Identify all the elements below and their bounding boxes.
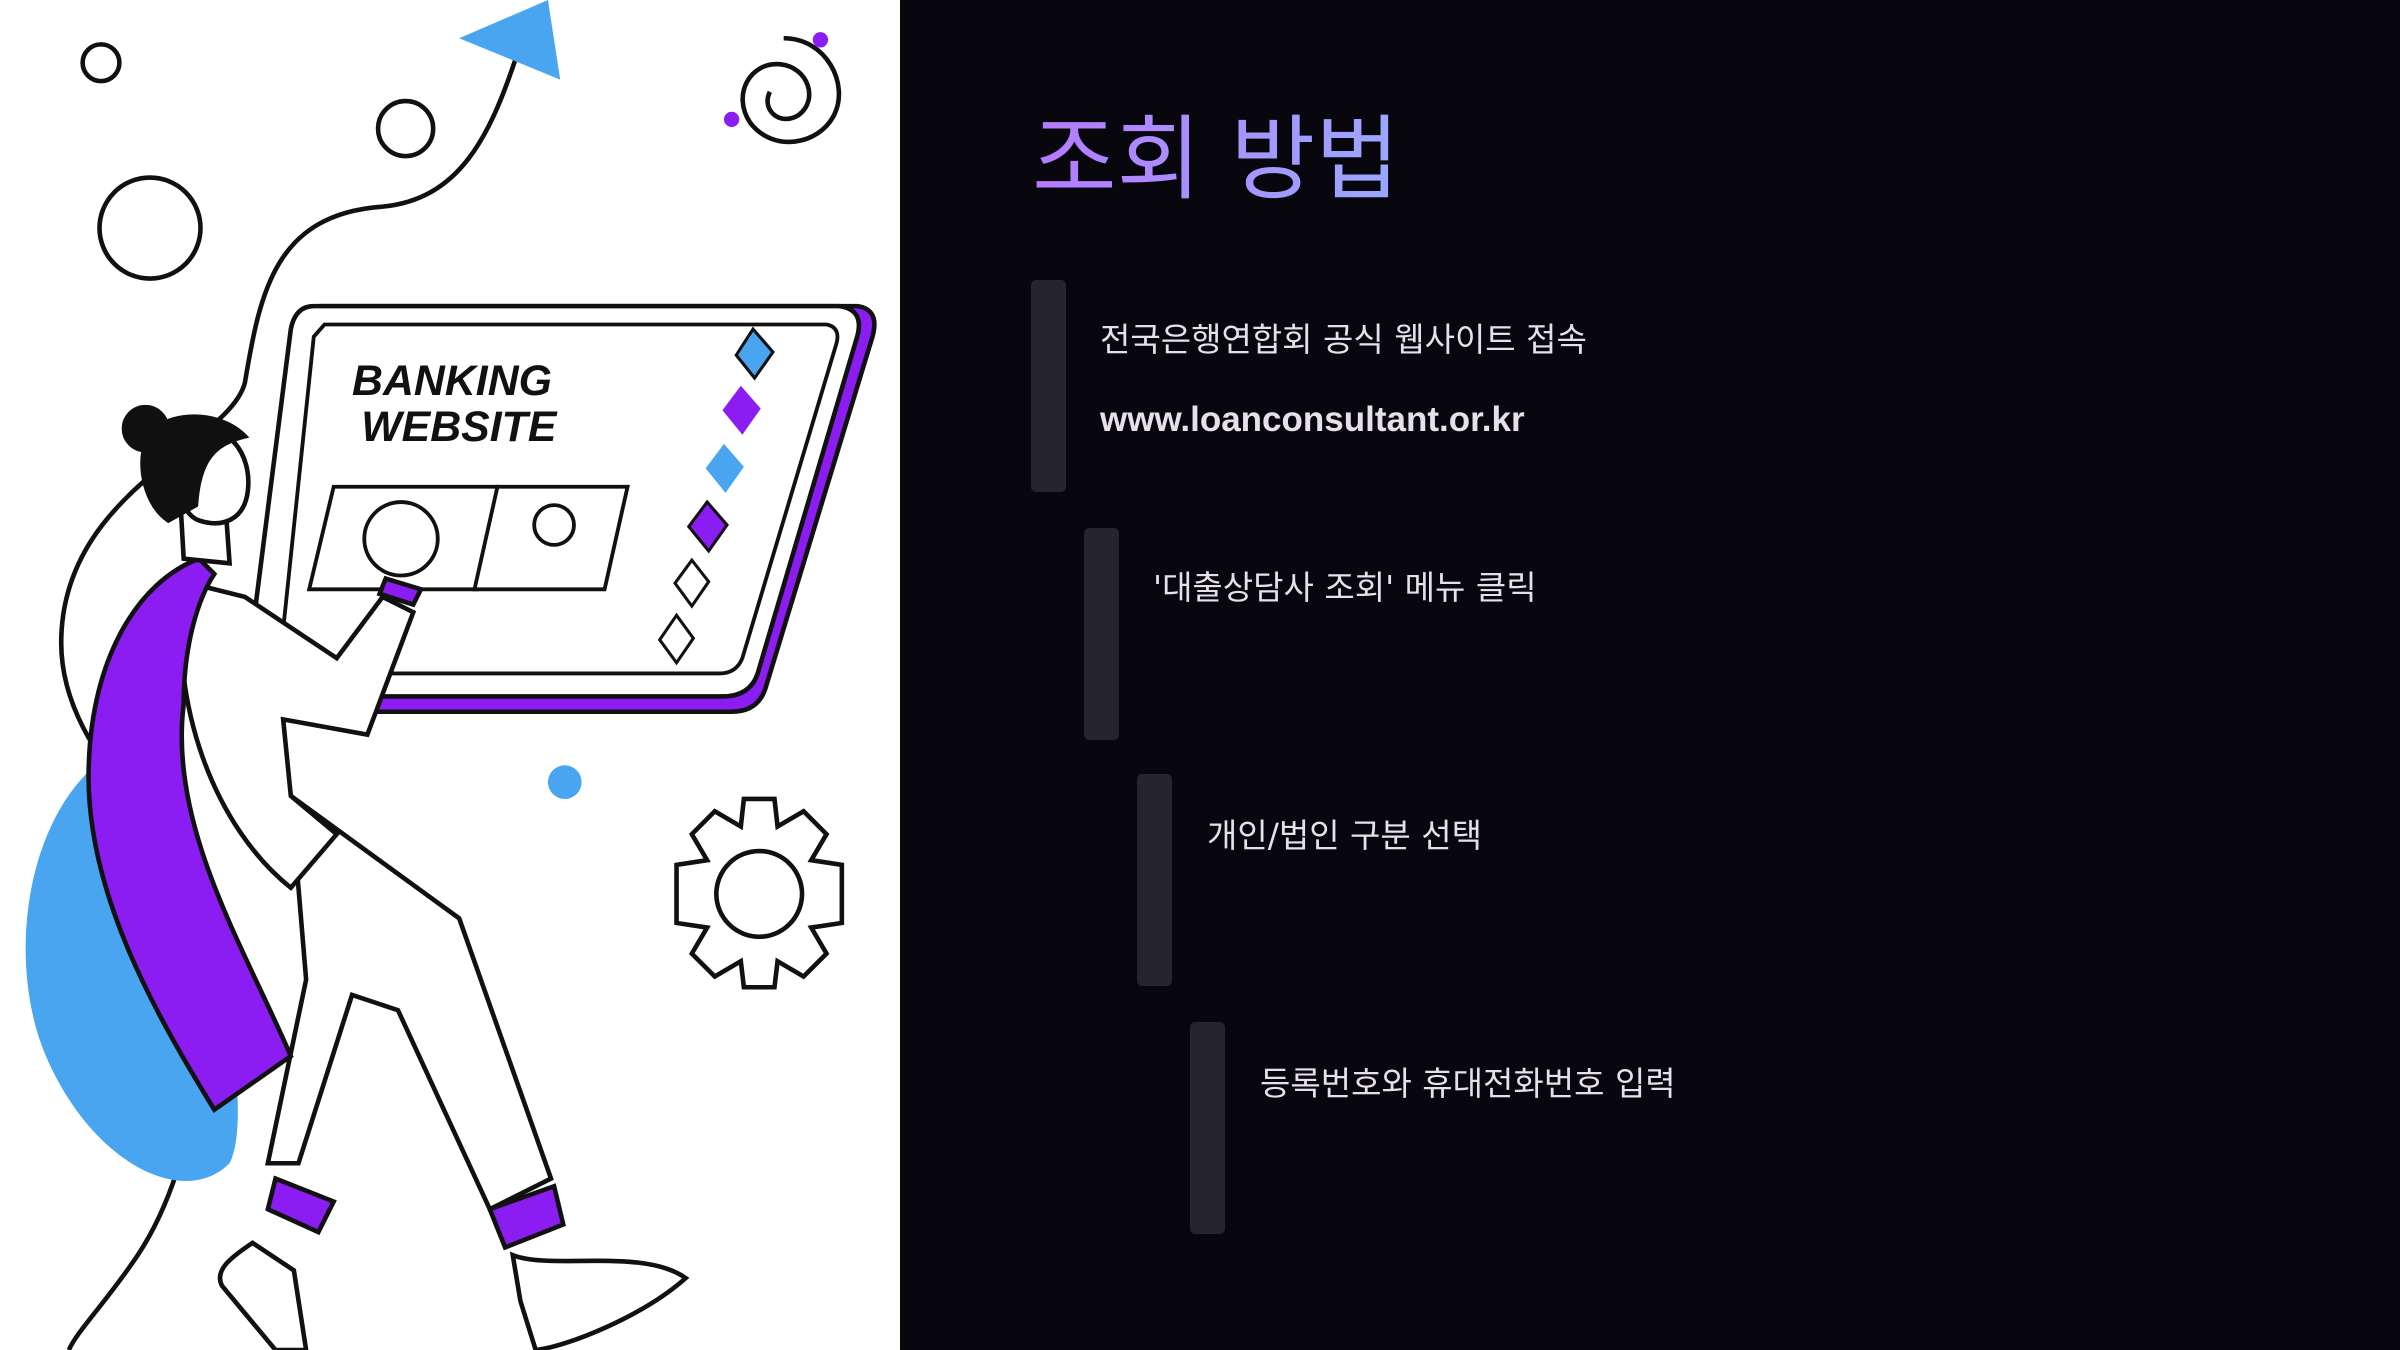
swirl-icon (740, 35, 842, 145)
step-1-url: www.loanconsultant.or.kr (1100, 400, 1525, 439)
dot-decoration (723, 111, 740, 128)
diamond-decoration (705, 443, 744, 493)
person-figure (86, 404, 690, 1350)
banking-illustration: BANKING WEBSITE (0, 0, 900, 1350)
screen-title-line2: WEBSITE (361, 403, 558, 451)
globe-icon (532, 503, 576, 547)
diamond-decoration (686, 499, 729, 554)
screen-card (472, 484, 630, 592)
step-4-text: 등록번호와 휴대전화번호 입력 (1260, 1064, 1676, 1103)
step-1-bar (1031, 280, 1066, 492)
circle-decoration (80, 42, 122, 84)
circle-decoration (97, 175, 203, 281)
step-2-text: '대출상담사 조회' 메뉴 클릭 (1153, 568, 1537, 607)
step-1-text: 전국은행연합회 공식 웹사이트 접속 (1100, 320, 1587, 359)
circle-decoration (375, 98, 436, 159)
step-3-text: 개인/법인 구분 선택 (1207, 816, 1482, 855)
step-3-bar (1137, 774, 1172, 986)
gear-icon (674, 796, 845, 990)
power-icon (362, 500, 440, 578)
diamond-decoration (673, 557, 711, 609)
dot-decoration (812, 32, 829, 48)
step-2-bar (1084, 528, 1119, 740)
diamond-decoration (734, 326, 775, 381)
illustration-svg: BANKING WEBSITE (25, 0, 877, 1350)
arrow-head-icon (459, 0, 561, 80)
dot-decoration (547, 765, 582, 799)
diamond-decoration (722, 385, 761, 435)
diamond-decoration (657, 612, 696, 666)
step-4-bar (1190, 1022, 1225, 1234)
page-title: 조회 방법 (1032, 100, 1400, 220)
screen-title-line1: BANKING (352, 357, 552, 405)
